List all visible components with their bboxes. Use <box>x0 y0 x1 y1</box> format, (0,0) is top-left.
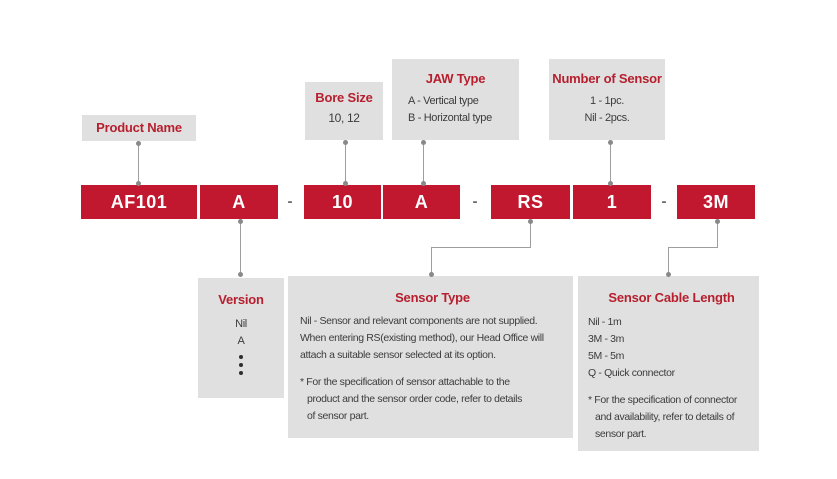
label-title: JAW Type <box>425 71 486 86</box>
code-block-version: A <box>200 185 278 219</box>
label-options: Nil A <box>198 316 284 375</box>
connector-line <box>431 247 531 248</box>
label-box-sensor-cable-length: Sensor Cable Length Nil - 1m 3M - 3m 5M … <box>578 276 759 451</box>
connector-dot <box>238 219 243 224</box>
label-footnote: * For the specification of sensor attach… <box>300 374 565 425</box>
label-option: 1 - 1pc. <box>590 95 624 107</box>
code-block-product: AF101 <box>81 185 197 219</box>
label-option: Nil <box>235 318 247 330</box>
code-separator: - <box>472 193 478 210</box>
code-separator: - <box>661 193 667 210</box>
footnote-line: * For the specification of sensor attach… <box>300 376 510 388</box>
label-title: Number of Sensor <box>552 71 662 86</box>
label-title: Version <box>218 292 264 307</box>
connector-line <box>668 247 718 248</box>
connector-dot <box>608 140 613 145</box>
code-block-bore-size: 10 <box>304 185 381 219</box>
connector-line <box>345 140 346 185</box>
label-option: A <box>237 335 245 347</box>
connector-dot <box>238 272 243 277</box>
connector-dot <box>136 141 141 146</box>
connector-dot <box>136 181 141 186</box>
label-options: 1 - 1pc. Nil - 2pcs. <box>549 93 665 127</box>
connector-line <box>240 219 241 276</box>
connector-dot <box>421 181 426 186</box>
connector-dot <box>666 272 671 277</box>
code-block-cable-length: 3M <box>677 185 755 219</box>
label-box-jaw-type: JAW Type A - Vertical type B - Horizonta… <box>392 59 519 140</box>
label-option: 10, 12 <box>328 111 360 125</box>
label-title: Bore Size <box>315 90 373 105</box>
footnote-line: sensor part. <box>595 428 647 440</box>
vertical-ellipsis-icon <box>198 355 284 375</box>
footnote-line: product and the sensor order code, refer… <box>307 393 523 405</box>
description-line: Nil - Sensor and relevant components are… <box>300 315 538 327</box>
label-option: B - Horizontal type <box>408 112 492 124</box>
footnote-line: of sensor part. <box>307 410 369 422</box>
connector-dot <box>608 181 613 186</box>
label-option: A - Vertical type <box>408 95 479 107</box>
label-box-version: Version Nil A <box>198 278 284 398</box>
code-block-sensor-type: RS <box>491 185 570 219</box>
label-options: Nil - 1m 3M - 3m 5M - 5m Q - Quick conne… <box>588 314 755 382</box>
connector-dot <box>421 140 426 145</box>
connector-line <box>717 219 718 247</box>
footnote-line: * For the specification of connector <box>588 394 738 406</box>
connector-line <box>431 247 432 276</box>
label-option: 5M - 5m <box>588 350 625 362</box>
connector-line <box>138 141 139 185</box>
label-option: Q - Quick connector <box>588 367 675 379</box>
code-block-jaw-type: A <box>383 185 460 219</box>
connector-dot <box>528 219 533 224</box>
label-options: A - Vertical type B - Horizontal type <box>392 93 519 127</box>
code-separator: - <box>287 193 293 210</box>
connector-dot <box>343 181 348 186</box>
connector-line <box>610 140 611 185</box>
connector-dot <box>715 219 720 224</box>
label-footnote: * For the specification of connector and… <box>588 392 755 443</box>
connector-line <box>423 141 424 185</box>
description-line: attach a suitable sensor selected at its… <box>300 349 496 361</box>
connector-line <box>530 219 531 247</box>
connector-dot <box>343 140 348 145</box>
label-title: Product Name <box>96 120 182 135</box>
code-block-number-of-sensor: 1 <box>573 185 651 219</box>
label-box-number-of-sensor: Number of Sensor 1 - 1pc. Nil - 2pcs. <box>549 59 665 140</box>
label-option: Nil - 1m <box>588 316 622 328</box>
label-description: Nil - Sensor and relevant components are… <box>300 313 565 364</box>
label-box-product-name: Product Name <box>82 115 196 141</box>
label-option: Nil - 2pcs. <box>584 112 630 124</box>
connector-dot <box>429 272 434 277</box>
label-box-sensor-type: Sensor Type Nil - Sensor and relevant co… <box>288 276 573 438</box>
description-line: When entering RS(existing method), our H… <box>300 332 544 344</box>
connector-line <box>668 247 669 276</box>
label-option: 3M - 3m <box>588 333 625 345</box>
label-box-bore-size: Bore Size 10, 12 <box>305 82 383 140</box>
label-title: Sensor Type <box>395 290 470 305</box>
footnote-line: and availability, refer to details of <box>595 411 735 423</box>
label-title: Sensor Cable Length <box>608 290 735 305</box>
